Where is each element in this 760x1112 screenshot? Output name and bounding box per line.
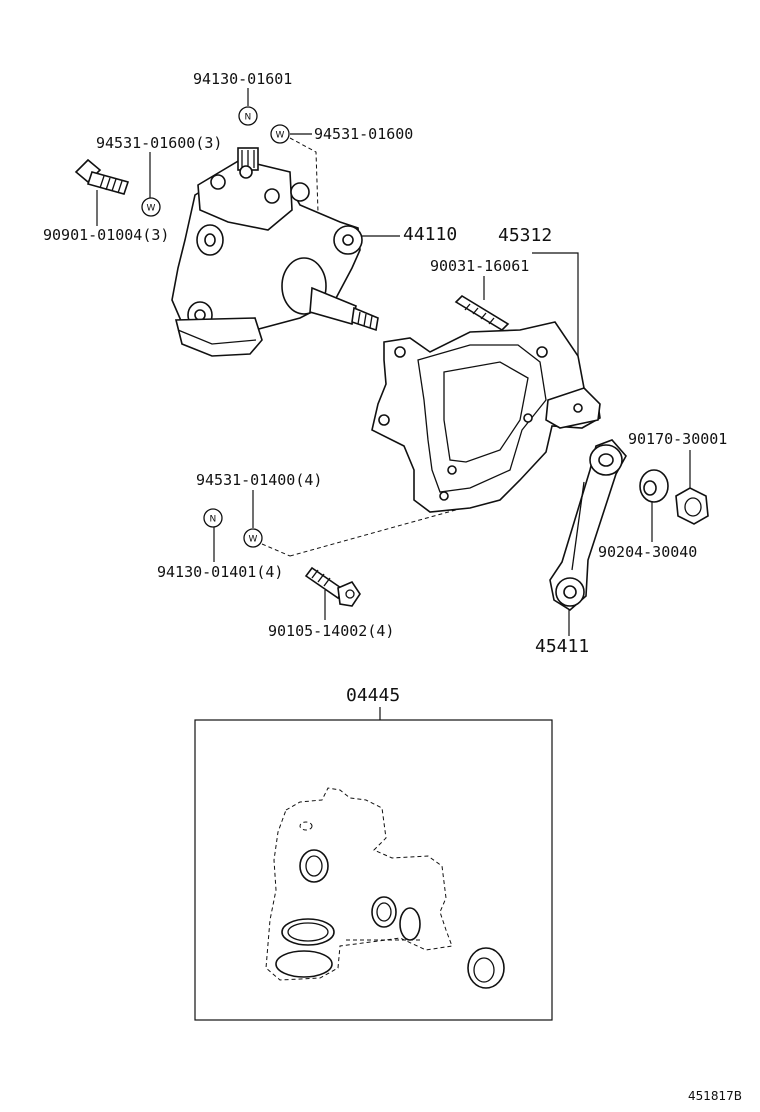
bracket-45312[interactable] bbox=[371, 321, 601, 513]
svg-text:W: W bbox=[276, 131, 285, 141]
label-90204-30040[interactable]: 90204-30040 bbox=[598, 543, 697, 561]
oil-seal-middle[interactable] bbox=[371, 896, 397, 928]
nut-symbol-lower: N bbox=[203, 508, 223, 528]
label-45411[interactable]: 45411 bbox=[535, 636, 589, 657]
o-ring-large[interactable] bbox=[281, 918, 335, 946]
washer-90204-30040[interactable] bbox=[639, 469, 669, 503]
idler-arm-45411[interactable] bbox=[549, 439, 627, 611]
o-ring-middle[interactable] bbox=[399, 907, 421, 941]
label-90105-14002-4[interactable]: 90105-14002(4) bbox=[268, 622, 394, 640]
gasket-kit-box-04445 bbox=[194, 719, 553, 1021]
washer-symbol-top-right: W bbox=[270, 124, 290, 144]
label-94531-01400-4[interactable]: 94531-01400(4) bbox=[196, 471, 322, 489]
washer-symbol-top-left: W bbox=[141, 197, 161, 217]
steering-gear-housing-44110[interactable] bbox=[171, 147, 379, 357]
svg-text:W: W bbox=[147, 204, 156, 214]
oil-seal-upper[interactable] bbox=[299, 849, 329, 883]
o-ring-bottom[interactable] bbox=[275, 950, 333, 978]
label-94531-01600-3[interactable]: 94531-01600(3) bbox=[96, 134, 222, 152]
nut-symbol-top: N bbox=[238, 106, 258, 126]
label-94130-01401-4[interactable]: 94130-01401(4) bbox=[157, 563, 283, 581]
washer-symbol-lower: W bbox=[243, 528, 263, 548]
label-45312[interactable]: 45312 bbox=[498, 225, 552, 246]
label-90170-30001[interactable]: 90170-30001 bbox=[628, 430, 727, 448]
nut-90170-30001[interactable] bbox=[675, 487, 709, 525]
svg-text:N: N bbox=[245, 113, 252, 123]
dashed-line-bolt-bracket bbox=[289, 505, 471, 557]
dashed-line-washer-lower bbox=[261, 543, 291, 557]
gear-housing-outline-dashed bbox=[265, 787, 453, 981]
dashed-line-washer bbox=[289, 137, 331, 223]
label-04445[interactable]: 04445 bbox=[346, 685, 400, 706]
label-94130-01601[interactable]: 94130-01601 bbox=[193, 70, 292, 88]
leader-45312 bbox=[532, 252, 579, 356]
stud-90031-16061[interactable] bbox=[454, 294, 510, 332]
dust-seal-lower[interactable] bbox=[467, 947, 505, 989]
svg-text:W: W bbox=[249, 535, 258, 545]
bolt-90105-14002[interactable] bbox=[304, 566, 361, 607]
label-90901-01004-3[interactable]: 90901-01004(3) bbox=[43, 226, 169, 244]
figure-code: 451817B bbox=[688, 1089, 742, 1103]
label-94531-01600[interactable]: 94531-01600 bbox=[314, 125, 413, 143]
bolt-90901-01004[interactable] bbox=[74, 158, 130, 195]
label-90031-16061[interactable]: 90031-16061 bbox=[430, 257, 529, 275]
svg-text:N: N bbox=[210, 515, 217, 525]
label-44110[interactable]: 44110 bbox=[403, 224, 457, 245]
